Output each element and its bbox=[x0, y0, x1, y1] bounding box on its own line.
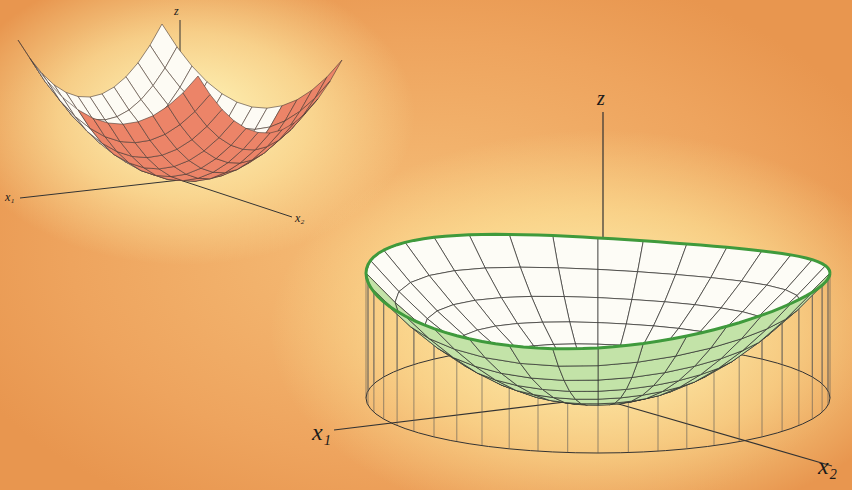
surface-patch bbox=[300, 77, 327, 111]
rim-curve bbox=[366, 234, 830, 348]
surface-patch bbox=[564, 380, 598, 391]
saddle-plot bbox=[334, 112, 832, 466]
base-circle bbox=[366, 343, 830, 453]
x2-axis bbox=[180, 180, 292, 217]
axis-label: z bbox=[174, 5, 179, 17]
drop-line bbox=[366, 273, 367, 398]
x2-axis bbox=[598, 398, 832, 466]
surface-patch bbox=[63, 98, 90, 129]
surface-patch bbox=[303, 81, 330, 115]
surface-patch bbox=[598, 269, 638, 299]
surface-patch bbox=[575, 399, 598, 404]
surface-patch bbox=[558, 366, 598, 381]
surface-patch bbox=[553, 236, 598, 270]
surface-patch bbox=[570, 391, 598, 399]
surface-patch bbox=[183, 76, 210, 111]
x1-axis bbox=[20, 180, 180, 198]
axis-label: x₂ bbox=[818, 454, 837, 478]
paraboloid-plot bbox=[18, 20, 342, 217]
surface-patch bbox=[315, 60, 342, 98]
axis-label: z bbox=[597, 88, 605, 108]
axis-label: x₁ bbox=[5, 191, 15, 203]
axis-label: x₁ bbox=[312, 420, 331, 444]
surface-patch bbox=[48, 82, 75, 116]
surface-patch bbox=[553, 348, 598, 366]
drop-line bbox=[828, 268, 829, 391]
surface-patch bbox=[279, 113, 306, 140]
axis-label: x₂ bbox=[295, 212, 305, 224]
surface-patch bbox=[558, 268, 598, 298]
surface-patch bbox=[598, 238, 643, 272]
surface-patch bbox=[598, 298, 632, 324]
surface-patch bbox=[33, 63, 60, 101]
drop-line bbox=[830, 273, 831, 398]
